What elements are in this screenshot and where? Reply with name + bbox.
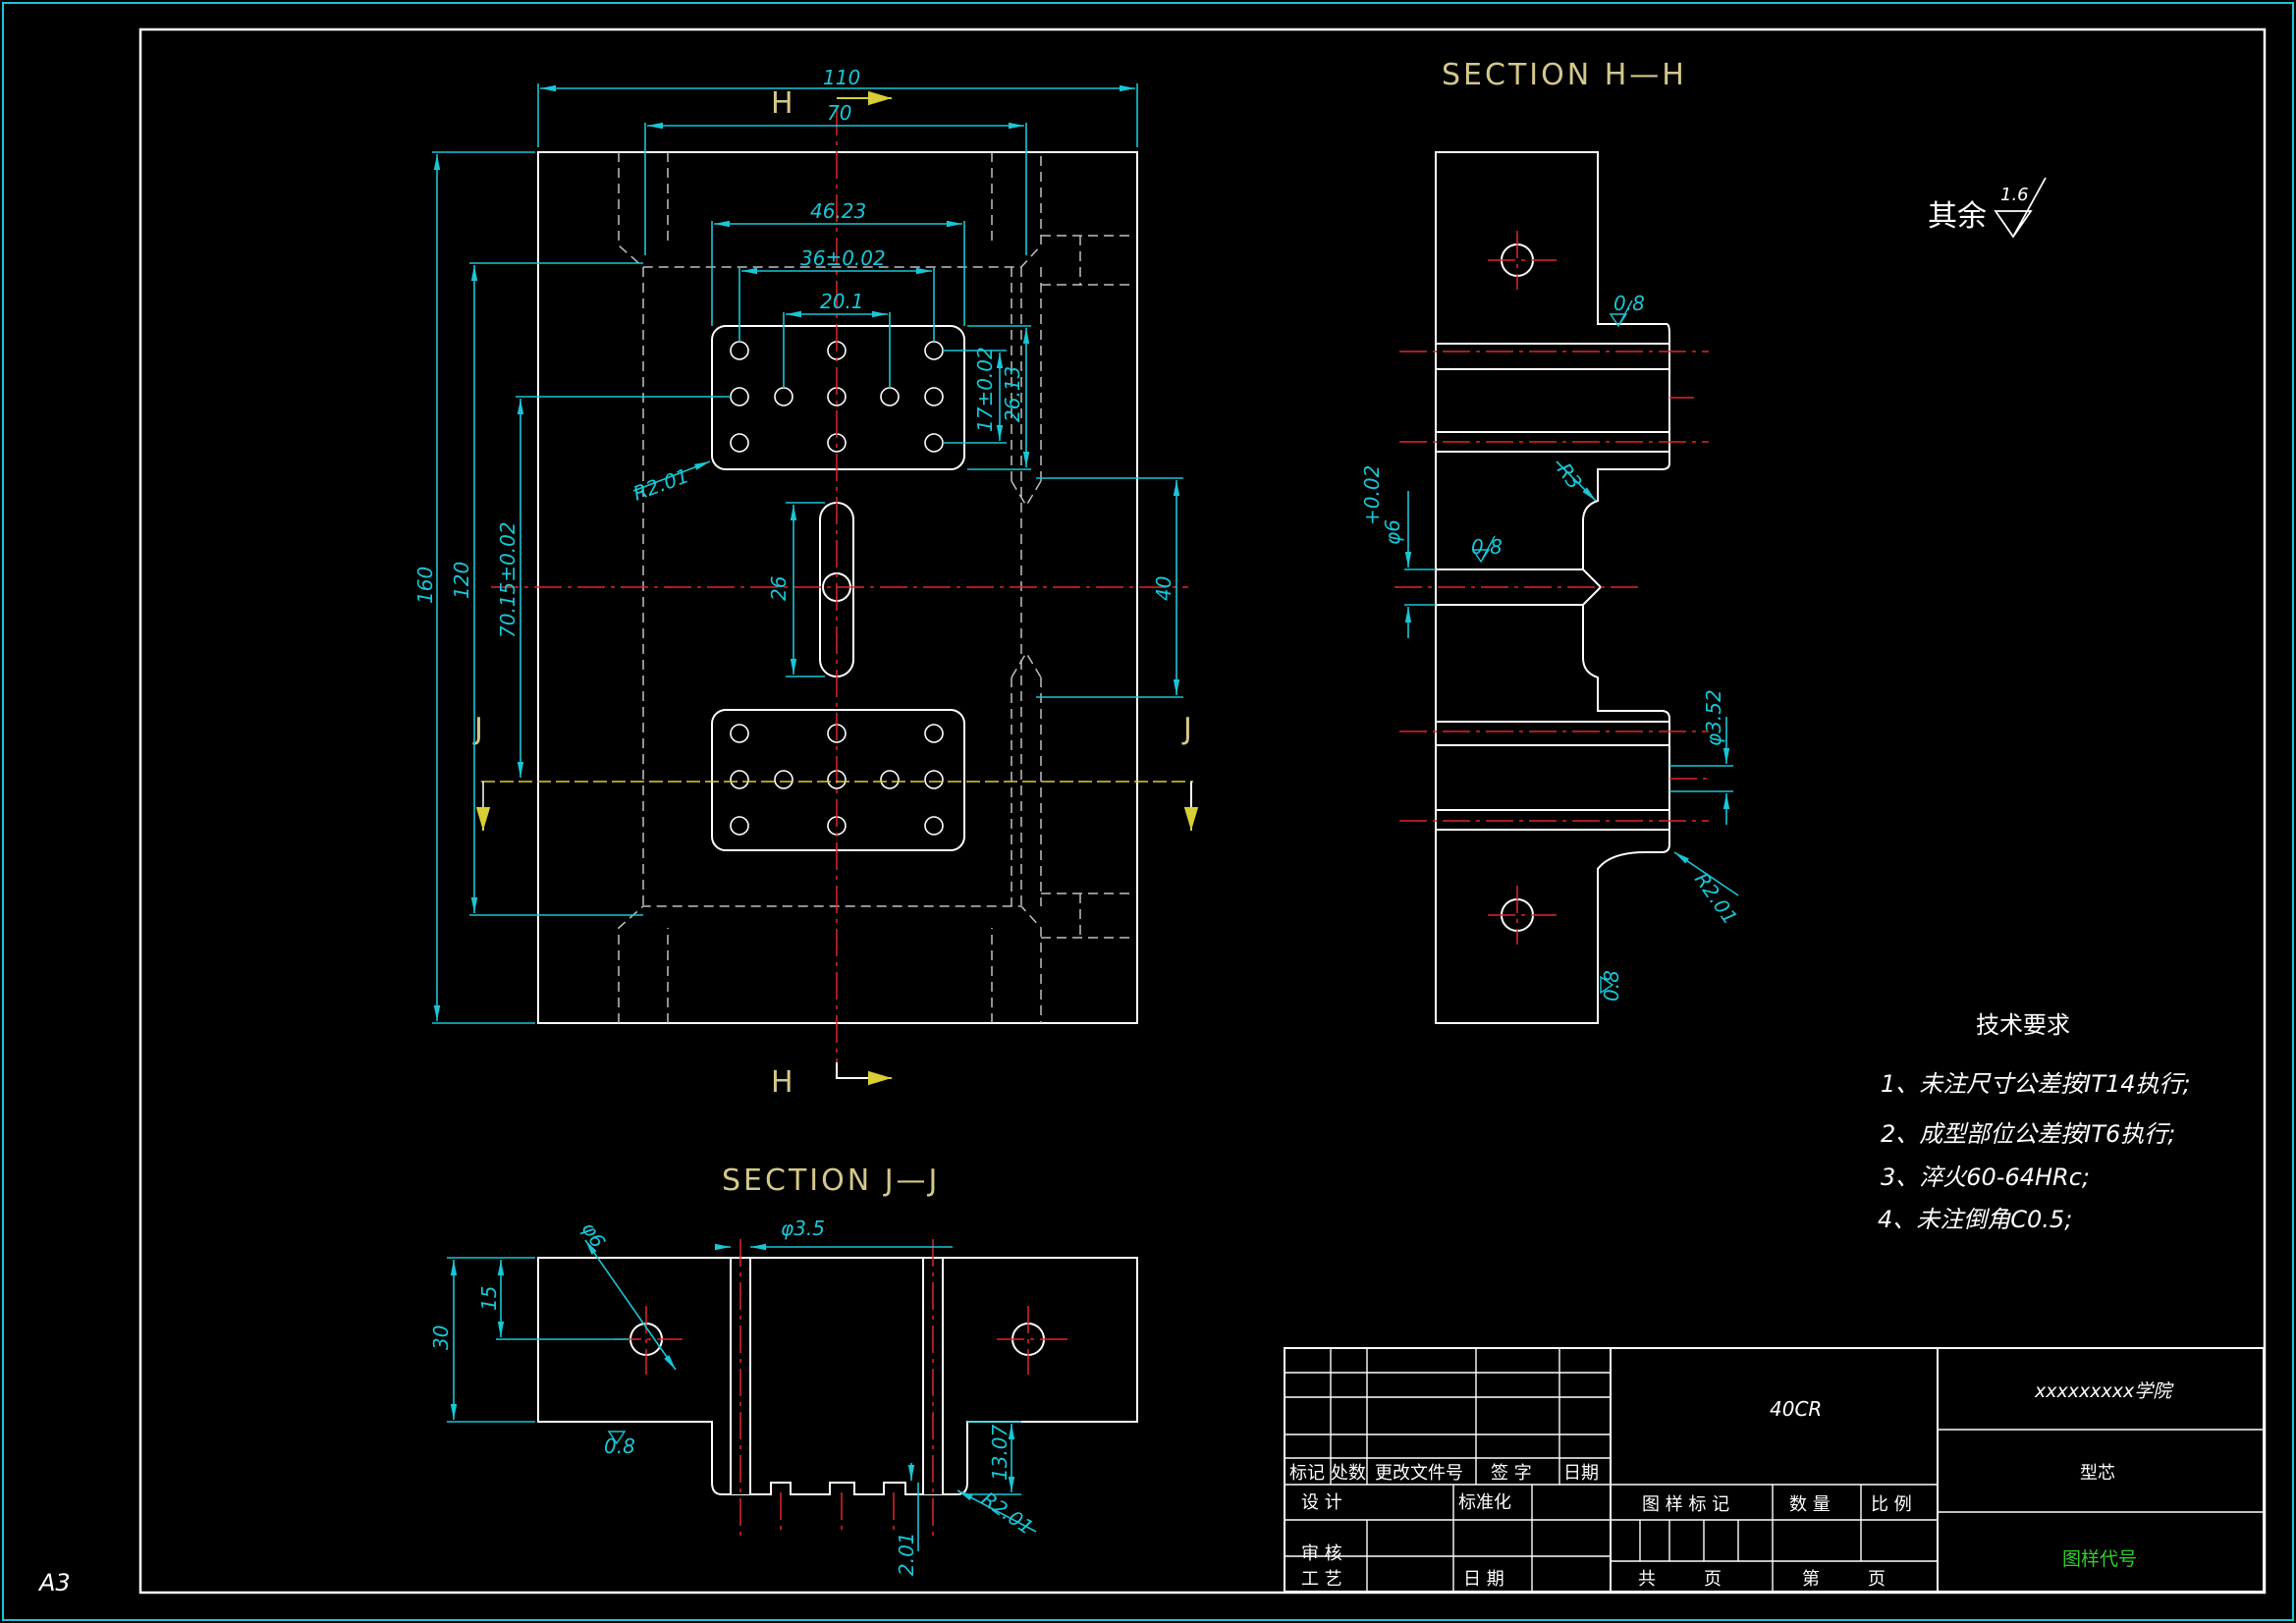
material: 40CR [1770, 1397, 1822, 1421]
hidden-ports [1041, 235, 1134, 939]
hidden-cooling-top [618, 152, 1042, 268]
label-sheet: 页 [1704, 1569, 1722, 1590]
label-date: 日 期 [1463, 1569, 1504, 1590]
section-hh-body [1435, 151, 1670, 1024]
rev-header-mark: 标记 [1289, 1463, 1325, 1484]
label-ordinal: 第 [1802, 1569, 1820, 1590]
dim-20-1: 20.1 [820, 290, 864, 313]
label-review: 审 核 [1301, 1543, 1342, 1564]
hh-roughness-bottom: 0.8 [1600, 970, 1623, 1001]
roughness-other-prefix: 其余 [1928, 199, 1987, 234]
label-standardization: 标准化 [1458, 1492, 1511, 1513]
label-design: 设 计 [1301, 1492, 1342, 1513]
hidden-cooling-bottom [618, 905, 1042, 1023]
dim-36: 36±0.02 [800, 246, 886, 270]
dim-46-23: 46.23 [810, 199, 866, 223]
lower-pocket [711, 709, 965, 851]
hh-bore-top-a [1437, 344, 1668, 369]
section-hh-title: SECTION H—H [1442, 58, 1687, 92]
section-jj-body [537, 1257, 1138, 1495]
sheet-inner-frame [138, 27, 2267, 1595]
label-total: 共 [1638, 1569, 1656, 1590]
upper-pocket [711, 325, 965, 470]
dim-phi3-52: φ3.52 [1702, 689, 1725, 746]
dim-30: 30 [429, 1325, 453, 1350]
label-sheet-2: 页 [1868, 1569, 1886, 1590]
hh-roughness-mid: 0.8 [1471, 535, 1503, 559]
tech-req-title: 技术要求 [1976, 1011, 2070, 1039]
section-hh-view: SECTION H—H φ6 +0.02 φ3.52 R2.01 R3 0.8 … [1360, 58, 1742, 1024]
dim-r2-01-hh: R2.01 [1690, 868, 1742, 929]
dim-r2-01-plan: R2.01 [630, 463, 692, 506]
jj-pin-bores [730, 1258, 944, 1494]
sheet-size-label: A3 [37, 1569, 71, 1596]
dim-phi6: φ6 [1381, 519, 1404, 545]
hh-bore-bot-b [1437, 810, 1668, 830]
dim-17: 17±0.02 [973, 347, 997, 432]
rev-header-docno: 更改文件号 [1375, 1463, 1463, 1484]
tech-req-item-2: 2、成型部位公差按IT6执行; [1881, 1120, 2175, 1148]
title-block: 标记 处数 更改文件号 签 字 日期 设 计 标准化 审 核 工 艺 日 期 4… [1284, 1347, 2265, 1593]
cut-h-top-label: H [771, 86, 796, 121]
plan-dimensions [432, 83, 1183, 1024]
cut-j-right-label: J [1181, 712, 1195, 746]
label-scale: 比 例 [1871, 1494, 1912, 1515]
dim-phi6-tol: +0.02 [1360, 465, 1384, 525]
hidden-drill-tips [1011, 480, 1042, 678]
tech-req-item-1: 1、未注尺寸公差按IT14执行; [1881, 1070, 2191, 1098]
dim-phi6-jj: φ6 [577, 1218, 611, 1252]
cut-j-left-label: J [472, 712, 486, 746]
label-quantity: 数 量 [1789, 1494, 1831, 1515]
cut-h-bottom-label: H [771, 1065, 796, 1100]
section-jj-title: SECTION J—J [722, 1163, 940, 1198]
cut-h-bottom-stub [836, 1062, 892, 1079]
dim-160: 160 [413, 567, 437, 604]
hh-roughness-top: 0.8 [1613, 292, 1645, 315]
tech-req-item-3: 3、淬火60-64HRc; [1881, 1163, 2090, 1191]
school-name: xxxxxxxxx学院 [2034, 1380, 2174, 1402]
drawing-no-label: 图样代号 [2062, 1548, 2137, 1570]
roughness-general-note: 其余 1.6 [1928, 177, 2047, 239]
plan-view: H H J J [413, 66, 1199, 1100]
tech-requirements: 技术要求 1、未注尺寸公差按IT14执行; 2、成型部位公差按IT6执行; 3、… [1878, 1011, 2191, 1233]
dim-15: 15 [477, 1286, 501, 1311]
tech-req-item-4: 4、未注倒角C0.5; [1878, 1206, 2072, 1233]
dim-70-15: 70.15±0.02 [496, 521, 519, 638]
section-jj-view: SECTION J—J 30 15 φ6 φ3.5 13.07 2.01 R2.… [429, 1163, 1138, 1576]
hh-bore-bot-a [1437, 722, 1668, 745]
rev-header-date: 日期 [1563, 1463, 1599, 1484]
dim-phi3-5: φ3.5 [781, 1217, 825, 1240]
dim-r3: R3 [1553, 459, 1587, 494]
dim-26: 26 [767, 576, 791, 601]
roughness-other-value: 1.6 [2000, 185, 2029, 205]
dim-70: 70 [827, 101, 851, 125]
rev-header-count: 处数 [1331, 1463, 1366, 1484]
label-process: 工 艺 [1301, 1569, 1342, 1590]
dim-110: 110 [823, 66, 860, 89]
dim-2-01: 2.01 [895, 1532, 918, 1576]
dim-26-13: 26.13 [1001, 366, 1024, 422]
jj-roughness: 0.8 [604, 1434, 635, 1458]
dim-120: 120 [450, 562, 473, 599]
label-drawing-mark: 图 样 标 记 [1642, 1494, 1729, 1515]
rev-header-sign: 签 字 [1491, 1463, 1532, 1484]
dim-13-07: 13.07 [988, 1424, 1011, 1481]
part-name: 型芯 [2080, 1463, 2115, 1484]
dim-40: 40 [1152, 576, 1175, 601]
